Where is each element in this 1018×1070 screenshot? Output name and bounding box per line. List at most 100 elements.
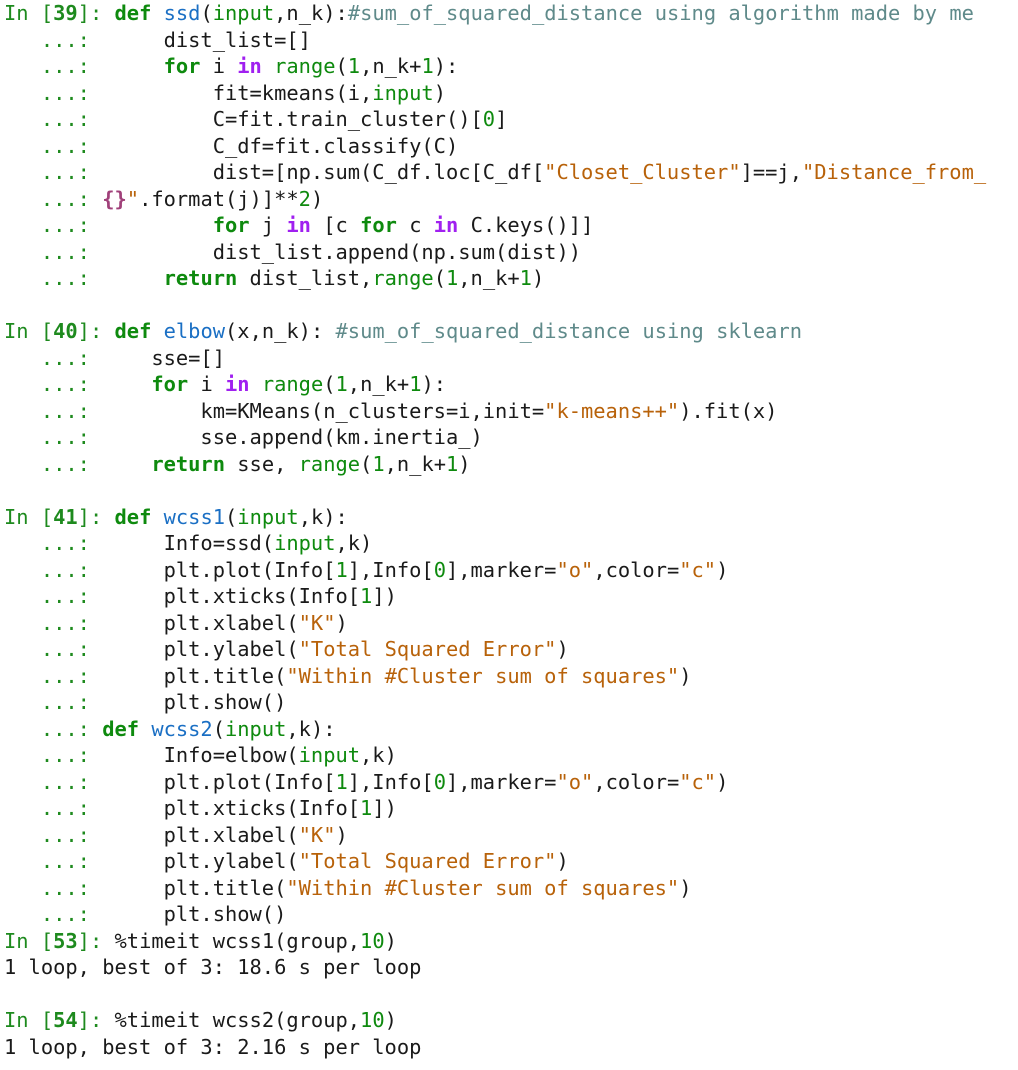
code-token: ...: [4, 769, 103, 794]
code-token: 1 [519, 266, 532, 290]
code-token: ],Info[ [347, 769, 434, 794]
code-token: ...: [4, 902, 103, 926]
code-token: ) [556, 637, 569, 661]
input-prompt-line: In [39]: def ssd(input,n_k):#sum_of_squa… [4, 0, 1018, 27]
code-token: ],marker= [445, 769, 557, 794]
code-token: ,k) [360, 743, 397, 767]
code-token: #sum_of_squared_distance using sklearn [335, 319, 803, 343]
code-token: input [212, 1, 275, 25]
code-token: ...: [4, 849, 103, 873]
code-line: ...: Info=ssd(input,k) [4, 530, 1018, 557]
code-token: i [200, 372, 225, 396]
code-token: for [163, 54, 213, 78]
code-token: ...: [4, 345, 103, 370]
code-token: for [360, 213, 410, 237]
code-token [102, 266, 163, 290]
code-token: in [286, 213, 324, 237]
code-token: ...: [4, 80, 103, 105]
code-token: 1 [409, 372, 422, 396]
code-token: "k-means++" [544, 398, 680, 423]
code-line: ...: plt.xticks(Info[1]) [4, 795, 1018, 822]
code-token: ]: [77, 504, 115, 529]
code-token: input [225, 716, 287, 741]
code-token: 1 loop, best of 3: 18.6 s per loop [4, 955, 422, 979]
code-token: sse.append(km.inertia_) [102, 425, 483, 449]
code-token: "Within #Cluster sum of squares" [286, 875, 680, 900]
code-token: 1 [347, 54, 361, 78]
code-token: wcss1 [163, 504, 226, 529]
code-token: ]: [77, 1008, 115, 1032]
code-token: range [298, 451, 361, 476]
code-token: 1 [360, 796, 373, 820]
code-token: ,k): [286, 716, 336, 741]
code-token: def [102, 716, 152, 741]
code-token: plt.ylabel( [102, 849, 299, 873]
code-token: 39 [53, 1, 78, 25]
code-token: return [151, 451, 238, 476]
code-line: ...: Info=elbow(input,k) [4, 742, 1018, 769]
code-token: "Closet_Cluster" [544, 160, 741, 184]
code-token: ,n_k+ [347, 372, 410, 396]
output-line: 1 loop, best of 3: 2.16 s per loop [4, 1034, 1018, 1061]
code-token: "o" [556, 769, 594, 794]
code-token: i [212, 54, 238, 78]
code-token: .format(j)]** [139, 186, 299, 211]
code-token: In [ [4, 1, 54, 25]
code-token: for [151, 372, 201, 396]
code-token: ]: [77, 928, 115, 953]
code-token: ...: [4, 531, 103, 555]
blank-line [4, 292, 1018, 319]
code-token: 1 loop, best of 3: 2.16 s per loop [4, 1034, 422, 1059]
code-token: ...: [4, 584, 103, 608]
code-line: ...: plt.ylabel("Total Squared Error") [4, 848, 1018, 875]
input-prompt-line: In [41]: def wcss1(input,k): [4, 504, 1018, 531]
code-token: ,k) [335, 531, 373, 555]
code-token: #sum_of_squared_distance using algorithm… [347, 1, 974, 25]
code-token: ) [384, 1008, 397, 1032]
code-token: [c [323, 213, 361, 237]
code-token: c [409, 213, 434, 237]
code-token: ...: [4, 107, 103, 131]
code-token: plt.show() [102, 902, 287, 926]
code-line: ...: plt.xlabel("K") [4, 610, 1018, 637]
output-line: 1 loop, best of 3: 18.6 s per loop [4, 954, 1018, 981]
code-token: ) [716, 769, 729, 794]
code-line: ...: for i in range(1,n_k+1): [4, 53, 1018, 80]
code-token: plt.plot(Info[ [102, 557, 336, 582]
code-token: In [ [4, 928, 54, 953]
code-token: ).fit(x) [679, 398, 778, 423]
code-token: ...: [4, 451, 103, 476]
code-token: "K" [298, 822, 336, 847]
input-prompt-line: In [54]: %timeit wcss2(group,10) [4, 1007, 1018, 1034]
code-token: def [114, 319, 164, 343]
code-token: ( [212, 716, 225, 741]
code-token: ( [200, 1, 213, 25]
code-token: ...: [4, 822, 103, 847]
code-token: ]) [372, 796, 397, 820]
code-token: ...: [4, 186, 103, 211]
code-token: ) [679, 875, 692, 900]
code-token: plt.ylabel( [102, 637, 299, 661]
code-line: ...: dist_list=[] [4, 27, 1018, 54]
code-line: ...: sse=[] [4, 345, 1018, 372]
code-token: ]==j, [740, 160, 802, 184]
code-token: Info=elbow( [102, 743, 299, 767]
code-token: ],Info[ [347, 557, 434, 582]
code-token: plt.title( [102, 875, 287, 900]
code-token: 2 [298, 186, 311, 211]
code-token: {} [102, 186, 127, 211]
code-token: return [163, 266, 250, 290]
code-token: 1 [421, 54, 434, 78]
code-token: 1 [360, 584, 373, 608]
code-line: ...: sse.append(km.inertia_) [4, 424, 1018, 451]
code-token: ) [384, 928, 397, 953]
code-token: ) [556, 849, 569, 873]
code-line: ...: {}".format(j)]**2) [4, 186, 1018, 213]
code-line: ...: dist=[np.sum(C_df.loc[C_df["Closet_… [4, 159, 1018, 186]
code-token [102, 452, 151, 476]
code-token: ,n_k+ [384, 451, 446, 476]
code-token: ]: [77, 1, 115, 25]
code-token: plt.show() [102, 690, 287, 714]
code-line: ...: C_df=fit.classify(C) [4, 133, 1018, 160]
